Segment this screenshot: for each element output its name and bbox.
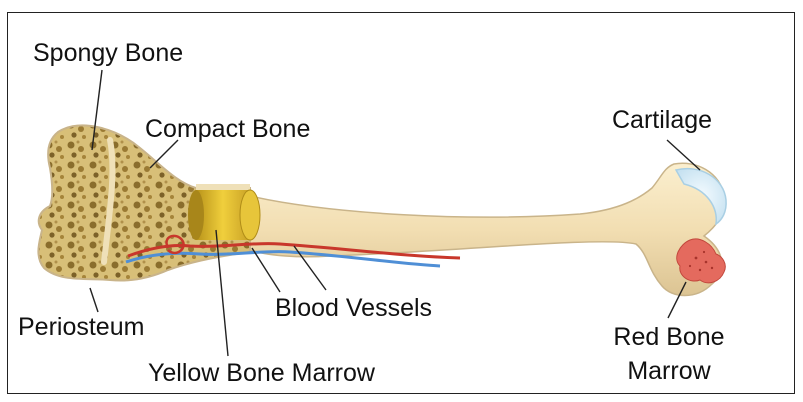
yellow-marrow-cut [188, 190, 204, 240]
yellow-marrow-end [240, 190, 260, 240]
red-bone-marrow [677, 239, 726, 283]
leader-compact-bone [150, 140, 178, 168]
label-blood-vessels: Blood Vessels [275, 293, 432, 323]
label-cartilage: Cartilage [612, 105, 712, 135]
label-yellow-bone-marrow: Yellow Bone Marrow [148, 358, 375, 388]
label-red-bone-marrow-line2: Marrow [594, 354, 744, 388]
label-red-bone-marrow-line1: Red Bone [594, 320, 744, 354]
leader-periosteum [90, 288, 98, 312]
bone-shaft [250, 163, 724, 295]
label-spongy-bone: Spongy Bone [33, 38, 183, 68]
label-periosteum: Periosteum [18, 312, 144, 342]
label-compact-bone: Compact Bone [145, 114, 310, 144]
label-red-bone-marrow: Red Bone Marrow [594, 320, 744, 388]
